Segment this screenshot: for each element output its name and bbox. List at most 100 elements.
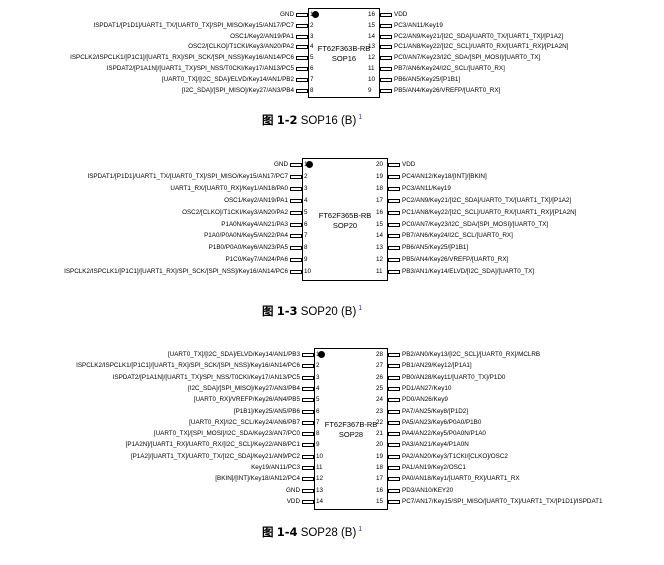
footnote-reference[interactable]: 1: [358, 114, 363, 122]
right-pin-label: PC0/AN7/Key23/I2C_SDA/[SPI_MOSI]/[UART0_…: [402, 220, 549, 228]
right-pin-label: PB6/AN5/Key25/[P1B1]: [394, 75, 461, 83]
pin-lead: [388, 174, 400, 179]
right-pin-label: PA2/AN20/Key3/T1CKI/[CLKO]/OSC2: [402, 452, 508, 460]
pin-lead: [388, 353, 400, 357]
chip-model: FT62F367B-RB: [324, 420, 378, 430]
pin-lead: [302, 353, 314, 357]
pin-number: 18: [376, 184, 384, 192]
pin-number: 12: [368, 54, 376, 62]
pin-lead: [290, 246, 302, 251]
pin1-marker-icon: [312, 11, 319, 18]
right-pin-label: PC3/AN11/Key19: [402, 184, 451, 192]
pin-lead: [380, 13, 392, 17]
pin-lead: [302, 420, 314, 425]
package-type: SOP28: [338, 430, 364, 440]
pin-number: 23: [376, 407, 384, 415]
right-pin-label: VDD: [402, 161, 416, 168]
pin-lead: [296, 56, 308, 61]
pin-lead: [296, 13, 308, 17]
pin-number: 6: [310, 65, 314, 72]
pin-lead: [290, 234, 302, 239]
figure-caption: 图 1-3 SOP20 (B)1: [262, 303, 362, 319]
pin-number: 25: [376, 384, 384, 392]
left-pin-label: GND: [280, 11, 294, 18]
right-pin-label: VDD: [394, 11, 408, 18]
right-pin-label: PB0/AN28/Key11/[UART0_TX]/P1D0: [402, 373, 506, 381]
right-pin-label: PB6/AN5/Key25/[P1B1]: [402, 244, 469, 252]
pin-lead: [388, 270, 400, 275]
right-pin-label: PC4/AN12/Key18/[INT]/[BKIN]: [402, 172, 487, 180]
pin-lead: [302, 364, 314, 369]
figure-title: SOP20 (B): [300, 306, 357, 318]
pin-number: 16: [376, 486, 384, 494]
pin-lead: [388, 198, 400, 203]
right-pin-label: PD1/AN27/Key10: [402, 384, 452, 392]
left-pin-label: P1C0/Key7/AN24/PA6: [225, 256, 288, 264]
pin-number: 26: [376, 373, 384, 381]
right-pin-label: PA1/AN19/Key2/OSC1: [402, 464, 466, 471]
pin-number: 3: [304, 184, 308, 192]
pin-number: 14: [368, 32, 376, 40]
right-pin-label: PB3/AN1/Key14/ELVD/[I2C_SDA]/[UART0_TX]: [402, 268, 535, 276]
pin-lead: [388, 432, 400, 437]
left-pin-label: ISPCLK2/ISPCLK1/[P1C1]/[UART1_RX]/SPI_SC…: [76, 362, 300, 370]
pin-number: 17: [376, 475, 384, 483]
figure-caption: 图 1-4 SOP28 (B)1: [262, 524, 362, 540]
pin-number: 10: [368, 75, 376, 83]
pin-number: 20: [376, 161, 384, 168]
pin-number: 13: [316, 486, 324, 494]
left-pin-label: Key19/AN11/PC3: [251, 464, 300, 471]
right-pin-label: PB7/AN6/Key24/I2C_SCL/[UART0_RX]: [394, 65, 505, 72]
right-pin-label: PB1/AN29/Key12/[P1A1]: [402, 362, 472, 370]
pin-number: 18: [376, 464, 384, 471]
pin-lead: [302, 398, 314, 403]
right-pin-label: PC2/AN9/Key21/[I2C_SDA]/UART0_TX/[UART1_…: [394, 32, 564, 40]
pin-lead: [388, 477, 400, 482]
pin1-marker-icon: [306, 161, 313, 168]
pin-lead: [388, 466, 400, 470]
pin-lead: [388, 364, 400, 369]
pin-lead: [290, 198, 302, 203]
right-pin-label: PA3/AN21/Key4/P1A0N: [402, 441, 469, 449]
pin-number: 12: [376, 256, 384, 264]
right-pin-label: PD3/AN10/KEY20: [402, 486, 454, 494]
right-pin-label: PC1/AN8/Key22/[I2C_SCL]/UART0_RX/[UART1_…: [394, 43, 569, 51]
pin-number: 8: [310, 86, 314, 94]
left-pin-label: GND: [286, 486, 300, 494]
left-pin-label: VDD: [286, 497, 300, 505]
left-pin-label: [UART0_TX]/[I2C_SDA]/ELVD/Key14/AN1/PB3: [167, 351, 300, 358]
pin-number: 3: [310, 32, 314, 40]
pin-number: 7: [310, 75, 314, 83]
pin-number: 15: [376, 497, 384, 505]
pin-lead: [388, 386, 400, 391]
pin-lead: [296, 88, 308, 93]
pin-number: 16: [368, 11, 376, 18]
pin-lead: [388, 420, 400, 425]
figure-label: 图: [262, 304, 274, 318]
pin-number: 10: [304, 268, 312, 276]
pin-number: 20: [376, 441, 384, 449]
pin-lead: [380, 56, 392, 61]
footnote-reference[interactable]: 1: [358, 526, 363, 534]
left-pin-label: OSC1/Key2/AN19/PA1: [224, 196, 288, 204]
right-pin-label: PC3/AN11/Key19: [394, 21, 443, 29]
right-pin-label: PA7/AN25/Key8/[P1D2]: [402, 407, 469, 415]
figure-title: SOP28 (B): [300, 527, 357, 539]
right-pin-label: PC2/AN9/Key21/[I2C_SDA]/UART0_TX/[UART1_…: [402, 196, 572, 204]
pin-number: 9: [316, 441, 320, 449]
left-pin-label: [I2C_SDA]/[SPI_MISO]/Key27/AN3/PB4: [182, 86, 294, 94]
pin-number: 6: [316, 407, 320, 415]
pin-number: 17: [376, 196, 384, 204]
pin-lead: [296, 77, 308, 82]
left-pin-label: P1A0N/Key4/AN21/PA3: [221, 220, 288, 228]
pin-number: 19: [376, 452, 384, 460]
footnote-reference[interactable]: 1: [358, 305, 363, 313]
left-pin-label: ISPDAT2/[P1A1N]/[UART1_TX]/SPI_NSS/T0CKI…: [112, 373, 300, 381]
pin-lead: [302, 454, 314, 459]
left-pin-label: ISPDAT1/[P1D1]/UART1_TX/[UART0_TX]/SPI_M…: [87, 172, 288, 180]
pin-number: 1: [316, 351, 320, 358]
left-pin-label: UART1_RX/[UART0_RX]/Key1/AN18/PA0: [170, 184, 288, 192]
pin-lead: [380, 88, 392, 93]
